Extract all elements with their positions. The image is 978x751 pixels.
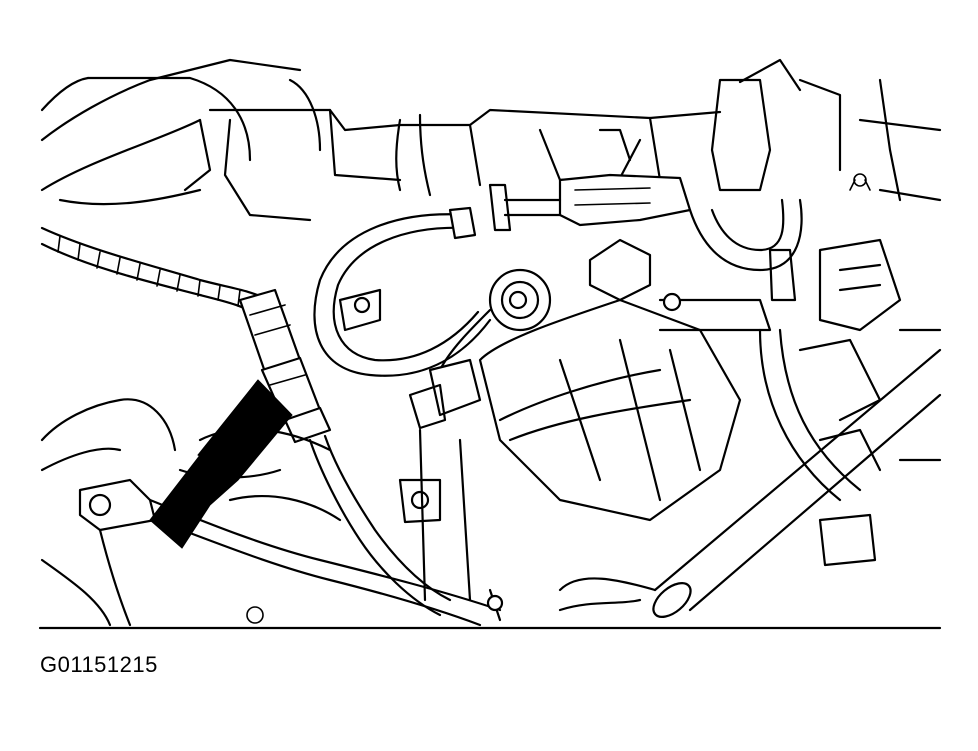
catalytic-converter xyxy=(408,298,742,522)
coolant-hose xyxy=(688,198,803,302)
engine-exhaust-line-drawing xyxy=(38,58,942,630)
pointer-arrow xyxy=(149,379,293,549)
diagonal-pipe xyxy=(558,348,942,618)
wiring-harness xyxy=(40,226,270,320)
wiring-connector-top xyxy=(488,173,692,302)
oxygen-sensor xyxy=(438,268,552,372)
figure-code: G01151215 xyxy=(40,652,158,677)
oxygen-sensor-wire xyxy=(313,206,492,377)
right-side-bracket xyxy=(658,238,942,567)
upper-left-body-panel xyxy=(40,58,302,206)
upper-engine-block xyxy=(208,58,942,222)
